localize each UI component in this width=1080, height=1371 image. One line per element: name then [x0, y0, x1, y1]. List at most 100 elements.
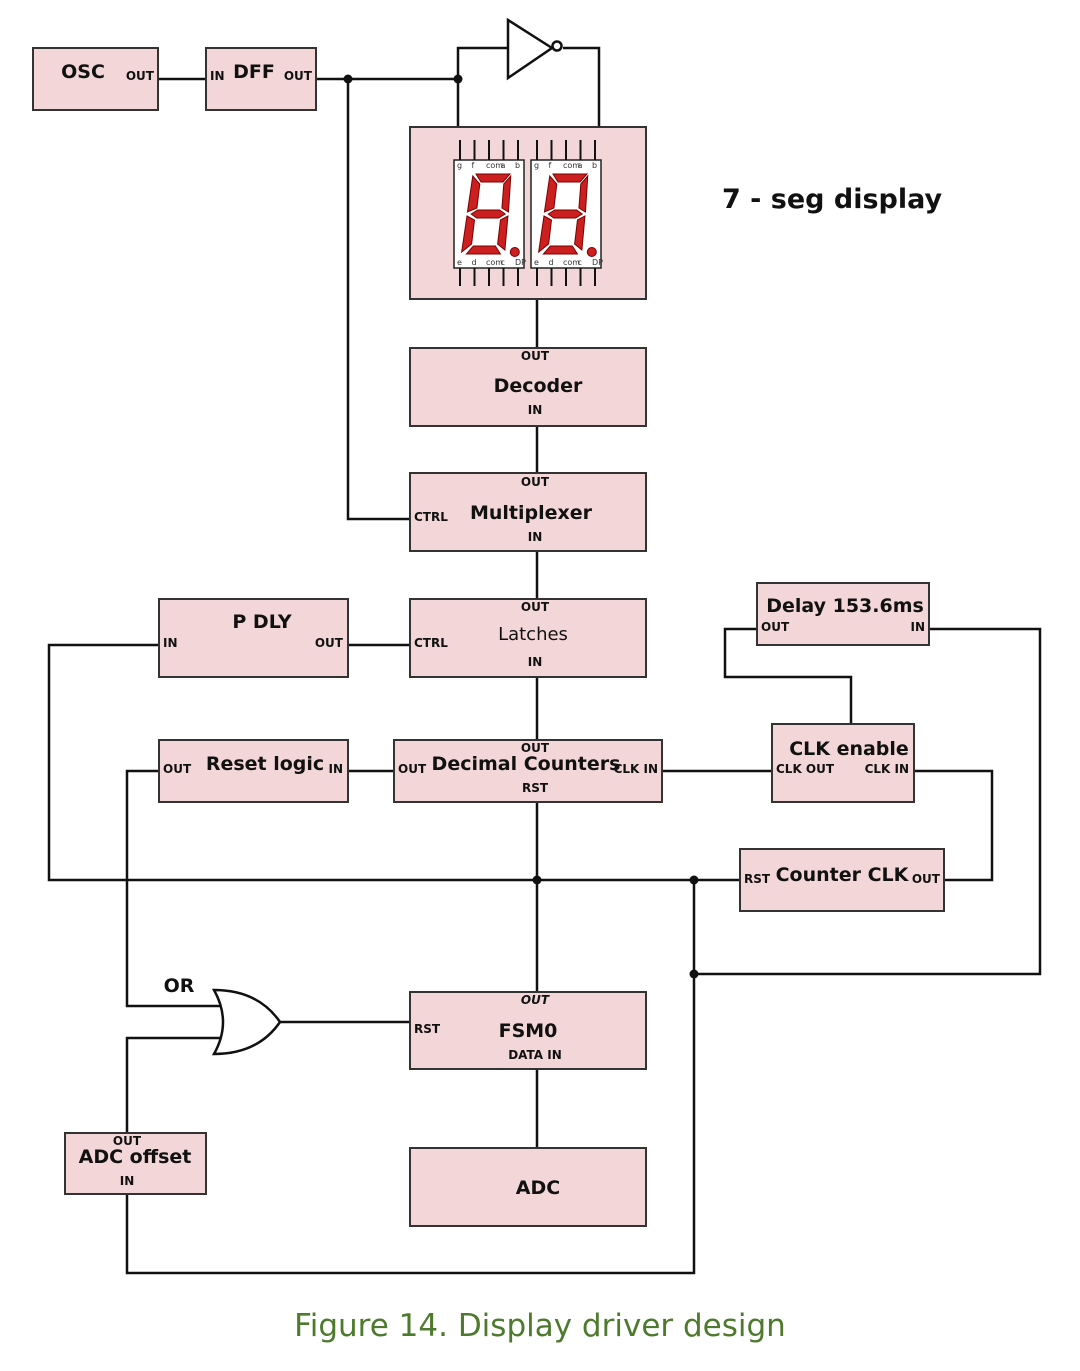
seg-pin-label: e: [534, 258, 539, 267]
decoder-title: Decoder: [494, 375, 583, 397]
pdly-title: P DLY: [232, 611, 291, 633]
decimal-point: [509, 247, 520, 257]
segment: [543, 174, 558, 213]
latches-block: OUT CTRL Latches IN: [409, 598, 647, 678]
multiplexer-in-port: IN: [528, 530, 543, 544]
decoder-in-port: IN: [528, 403, 543, 417]
figure-caption: Figure 14. Display driver design: [294, 1308, 786, 1344]
clk-enable-block: CLK enable CLK OUT CLK IN: [771, 723, 915, 803]
seg-pin-label: f: [472, 161, 475, 170]
clk-enable-clk-out-port: CLK OUT: [776, 762, 835, 776]
segment: [460, 215, 476, 254]
dff-block: IN DFF OUT: [205, 47, 317, 111]
counter-clk-block: RST Counter CLK OUT: [739, 848, 945, 912]
segment: [465, 245, 502, 255]
seg-pin-label: c: [501, 258, 505, 267]
segment: [497, 215, 509, 251]
multiplexer-block: OUT CTRL Multiplexer IN: [409, 472, 647, 552]
delay-block: Delay 153.6ms OUT IN: [756, 582, 930, 646]
decimal-counters-out-top-port: OUT: [521, 741, 550, 755]
counter-clk-out-port: OUT: [912, 872, 941, 886]
fsm0-out-port: OUT: [521, 993, 550, 1007]
seg-pin-label: b: [592, 161, 597, 170]
seg-pin-label: com: [486, 161, 503, 170]
delay-in-port: IN: [910, 620, 925, 634]
decimal-counters-title: Decimal Counters: [432, 753, 621, 775]
adc-offset-in-port: IN: [120, 1174, 135, 1188]
dff-in-port: IN: [210, 69, 225, 83]
seg-pin-label: com: [486, 258, 503, 267]
segment: [470, 209, 507, 219]
segment: [542, 245, 579, 255]
reset-logic-block: OUT Reset logic IN: [158, 739, 349, 803]
reset-logic-title: Reset logic: [206, 753, 324, 775]
multiplexer-ctrl-port: CTRL: [414, 510, 448, 524]
seg-pin-label: a: [501, 161, 506, 170]
dff-out-port: OUT: [284, 69, 313, 83]
segment: [574, 215, 586, 251]
fsm0-data-in-port: DATA IN: [508, 1048, 562, 1062]
seg-pin-label: e: [457, 258, 462, 267]
seg-pin-label: g: [457, 161, 462, 170]
adc-block: ADC: [409, 1147, 647, 1227]
seg-pin-label: DP: [515, 258, 526, 267]
adc-offset-out-port: OUT: [113, 1134, 142, 1148]
seg-pin-label: c: [578, 258, 582, 267]
pdly-block: P DLY IN OUT: [158, 598, 349, 678]
osc-title: OSC: [61, 61, 105, 83]
fsm0-title: FSM0: [499, 1020, 558, 1042]
decimal-point: [586, 247, 597, 257]
junction-dots: [343, 74, 699, 979]
counter-clk-title: Counter CLK: [776, 864, 910, 886]
inverter-gate: [506, 17, 563, 81]
decoder-out-port: OUT: [521, 349, 550, 363]
counter-clk-rst-port: RST: [744, 872, 771, 886]
seg-pin-label: com: [563, 258, 580, 267]
latches-in-port: IN: [528, 655, 543, 669]
pdly-out-port: OUT: [315, 636, 344, 650]
fsm0-rst-port: RST: [414, 1022, 441, 1036]
display-label: 7 - seg display: [722, 184, 943, 215]
multiplexer-title: Multiplexer: [470, 502, 593, 524]
latches-ctrl-port: CTRL: [414, 636, 448, 650]
pdly-in-port: IN: [163, 636, 178, 650]
seg-pin-label: a: [578, 161, 583, 170]
seg-pin-label: f: [549, 161, 552, 170]
delay-out-port: OUT: [761, 620, 790, 634]
or-gate: [211, 988, 282, 1056]
segment: [537, 215, 553, 254]
segment: [547, 209, 584, 219]
segment: [552, 173, 589, 183]
segment: [501, 174, 512, 213]
seg-pin-label: g: [534, 161, 539, 170]
segment: [475, 173, 512, 183]
adc-offset-title: ADC offset: [79, 1146, 192, 1168]
reset-logic-in-port: IN: [328, 762, 343, 776]
adc-offset-block: OUT ADC offset IN: [64, 1132, 207, 1195]
seg-pin-label: com: [563, 161, 580, 170]
adc-title: ADC: [516, 1177, 560, 1199]
wires: [47, 46, 1042, 1275]
multiplexer-out-port: OUT: [521, 475, 550, 489]
or-gate-label: OR: [164, 975, 195, 997]
decimal-counters-out-left-port: OUT: [398, 762, 427, 776]
latches-out-port: OUT: [521, 600, 550, 614]
seg-pin-label: b: [515, 161, 520, 170]
osc-block: OSC OUT: [32, 47, 159, 111]
clk-enable-clk-in-port: CLK IN: [865, 762, 909, 776]
decimal-counters-rst-port: RST: [522, 781, 549, 795]
decimal-counters-clk-in-port: CLK IN: [614, 762, 658, 776]
decimal-counters-block: OUT OUT Decimal Counters CLK IN RST: [393, 739, 663, 803]
segment: [466, 174, 481, 213]
dff-title: DFF: [233, 61, 275, 83]
decoder-block: OUT Decoder IN: [409, 347, 647, 427]
clk-enable-title: CLK enable: [789, 738, 909, 760]
delay-title: Delay 153.6ms: [766, 595, 924, 617]
seg-pin-label: DP: [592, 258, 603, 267]
segment: [578, 174, 589, 213]
